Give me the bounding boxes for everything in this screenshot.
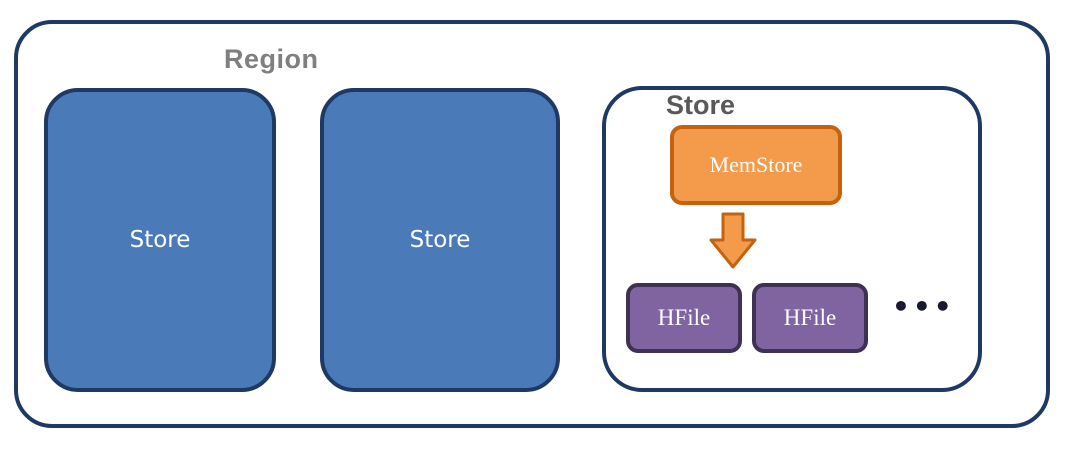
store-box-1-label: Store — [129, 227, 191, 253]
store-box-1: Store — [44, 88, 276, 392]
hfile-box-2-label: HFile — [783, 305, 837, 330]
hfile-box-2: HFile — [752, 283, 868, 353]
memstore-label: MemStore — [709, 152, 803, 177]
store-detail-label: Store — [666, 90, 736, 120]
hfile-box-1-label: HFile — [657, 305, 711, 330]
down-arrow-icon — [709, 212, 757, 269]
memstore-box: MemStore — [670, 125, 842, 205]
store-box-2-label: Store — [409, 227, 471, 253]
store-box-2: Store — [320, 88, 560, 392]
region-label: Region — [224, 44, 319, 74]
hfile-box-1: HFile — [626, 283, 742, 353]
more-ellipsis: ••• — [892, 290, 955, 323]
